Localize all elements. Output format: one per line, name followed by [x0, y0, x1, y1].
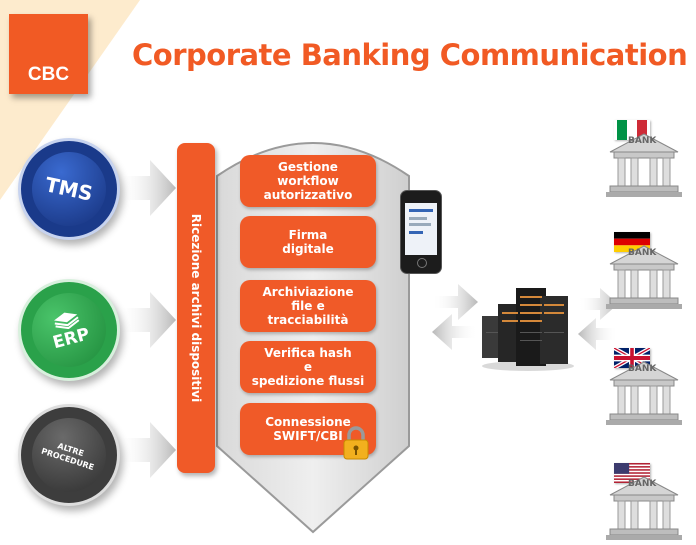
altre-procedure-label: ALTRE PROCEDURE: [40, 441, 96, 473]
flag-uk-icon: [614, 348, 650, 368]
logo-text: CBC: [27, 64, 70, 85]
step-workflow: Gestione workflow autorizzativo: [240, 155, 376, 207]
page-title: Corporate Banking Communication: [132, 38, 688, 72]
bank-label: BANK: [628, 364, 657, 374]
flag-usa-icon: [614, 463, 650, 483]
arrow-from-server: [432, 314, 478, 350]
bank-label: BANK: [628, 136, 657, 146]
bank-building-icon: [606, 245, 682, 309]
arrow-erp: [118, 292, 176, 348]
arrow-to-banks: [578, 288, 618, 320]
tms-badge: TMS: [18, 138, 120, 240]
step-archiviazione: Archiviazione file e tracciabilità: [240, 280, 376, 332]
bank-building-icon: [606, 361, 682, 425]
receiver-label: Ricezione archivi dispositivi: [189, 213, 203, 403]
arrow-from-banks: [578, 318, 618, 350]
arrow-to-server: [432, 284, 478, 320]
flag-germany-icon: [614, 232, 650, 252]
erp-badge: ERP: [18, 279, 120, 381]
receiver-bar: Ricezione archivi dispositivi: [177, 143, 215, 473]
layers-icon: [54, 312, 80, 330]
step-verifica-label: Verifica hash e spedizione flussi: [251, 346, 365, 388]
step-workflow-label: Gestione workflow autorizzativo: [263, 160, 353, 202]
arrow-altre: [118, 422, 176, 478]
lock-icon: [343, 426, 369, 460]
server-icon: [482, 288, 574, 371]
tms-label: TMS: [43, 172, 95, 206]
arrow-tms: [118, 160, 176, 216]
bank-label: BANK: [628, 479, 657, 489]
altre-procedure-badge: ALTRE PROCEDURE: [18, 404, 120, 506]
step-verifica: Verifica hash e spedizione flussi: [240, 341, 376, 393]
step-firma-label: Firma digitale: [282, 228, 334, 256]
phone-icon: [400, 190, 442, 274]
bank-label: BANK: [628, 248, 657, 258]
step-firma: Firma digitale: [240, 216, 376, 268]
cbc-logo: CBC: [9, 14, 88, 94]
flag-italy-icon: [617, 120, 647, 140]
step-connessione-label: Connessione SWIFT/CBI: [265, 415, 351, 443]
step-archiviazione-label: Archiviazione file e tracciabilità: [262, 285, 354, 327]
bank-building-icon: [606, 133, 682, 197]
bank-building-icon: [606, 476, 682, 540]
